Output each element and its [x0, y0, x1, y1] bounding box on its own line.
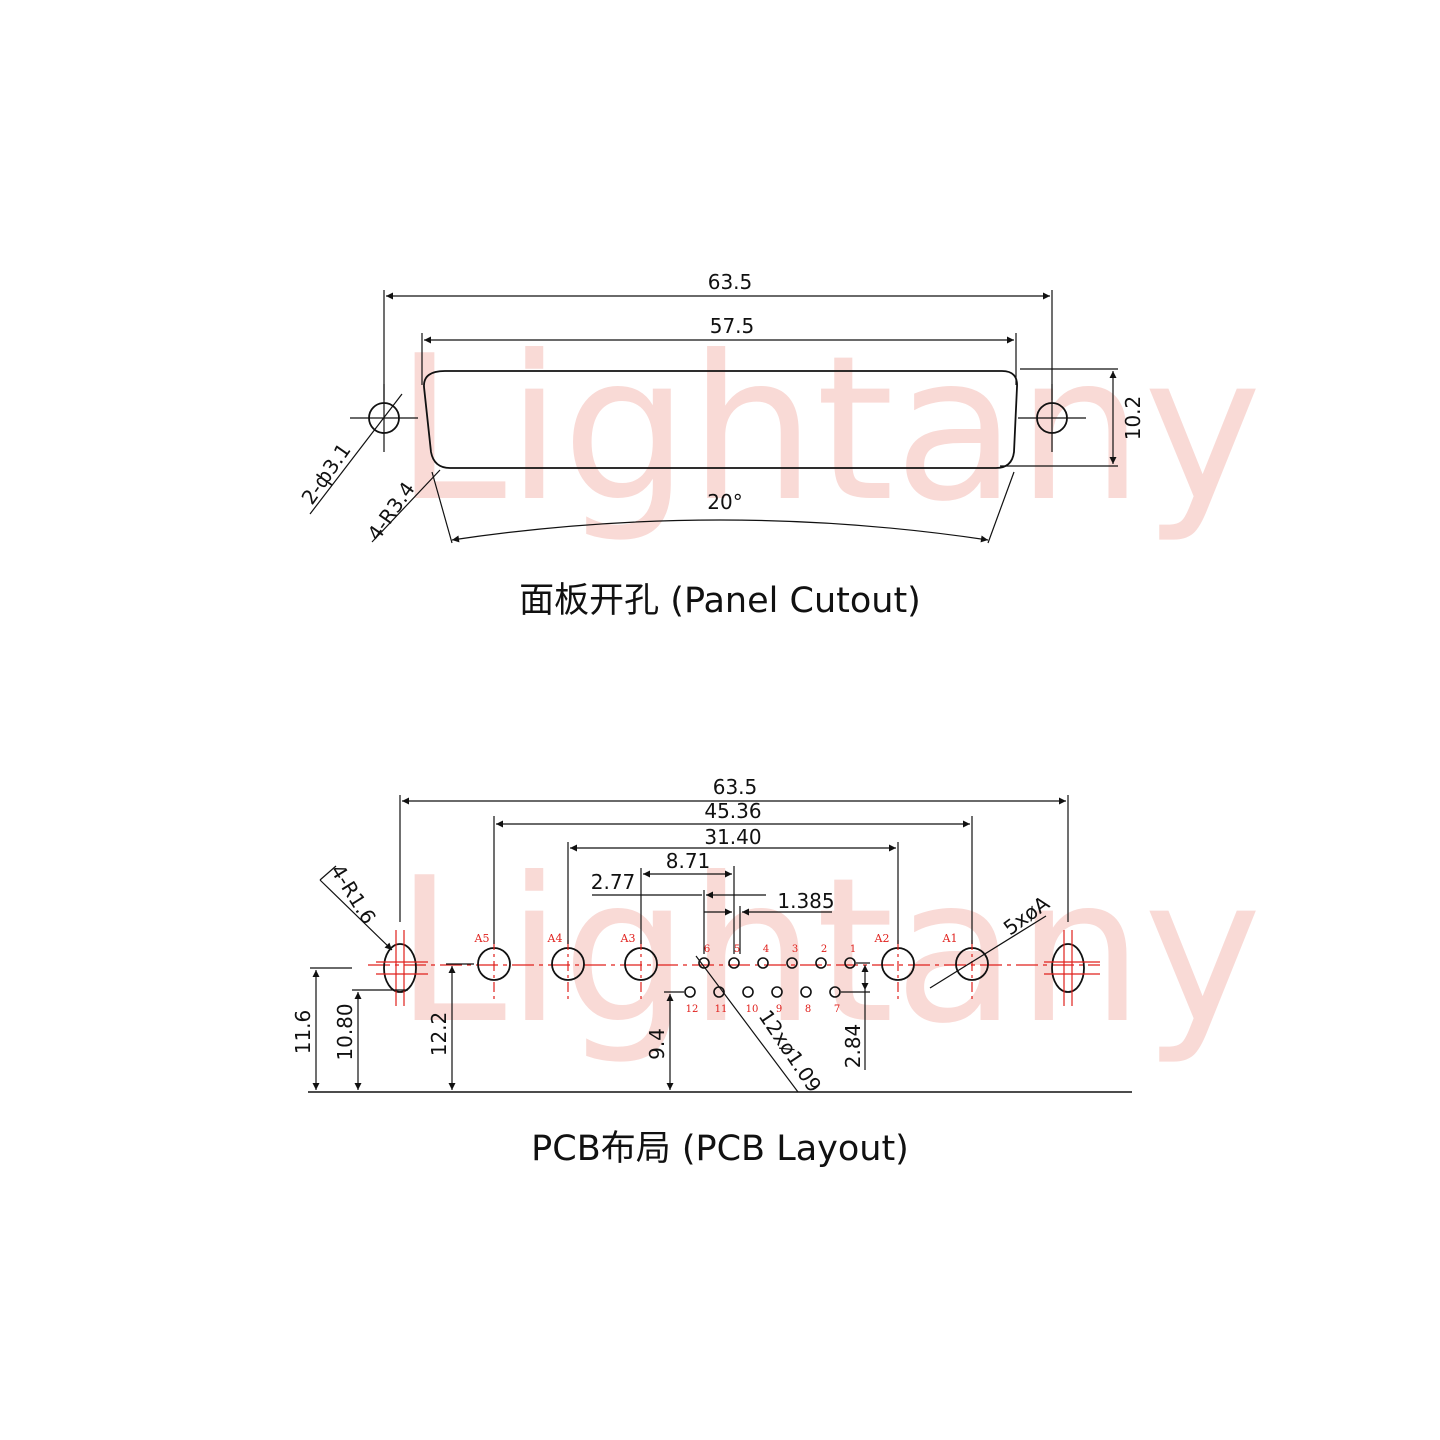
pin-label-bottom: 8 [805, 1004, 811, 1015]
pin-5 [728, 957, 740, 969]
pcb-dim-d3: 1.385 [777, 889, 834, 913]
pcb-layout-caption: PCB布局 (PCB Layout) [531, 1129, 909, 1169]
coax-label: A2 [874, 932, 890, 945]
pin-label-top: 5 [734, 944, 740, 955]
panel-cutout-caption: 面板开孔 (Panel Cutout) [519, 581, 921, 621]
coax-labels: A5 A4 A3 A2 A1 [474, 932, 958, 945]
pin-label-bottom: 10 [746, 1004, 759, 1015]
pcb-dim-v2: 10.80 [333, 1003, 357, 1060]
pcb-dim-overall-width: 63.5 [713, 775, 758, 799]
pin-1 [844, 957, 856, 969]
coax-label: A4 [547, 932, 563, 945]
pcb-signal-pins [684, 957, 856, 998]
pin-label-top: 3 [792, 944, 798, 955]
pcb-dim-v4: 9.4 [645, 1028, 669, 1060]
pcb-dim-a-span: 45.36 [704, 799, 761, 823]
pcb-dim-d1: 8.71 [666, 849, 711, 873]
watermark-top: Lightany [395, 313, 1262, 546]
pin-2 [815, 957, 827, 969]
pin-3 [786, 957, 798, 969]
pcb-mount-holes [383, 943, 1085, 993]
pin-4 [757, 957, 769, 969]
panel-dim-shell-width: 57.5 [710, 314, 755, 338]
pcb-dim-v5: 2.84 [841, 1024, 865, 1069]
pcb-mount-hole-right [1051, 943, 1085, 993]
pin-labels: 6 5 4 3 2 1 12 11 10 9 8 7 [686, 944, 857, 1015]
panel-dim-overall-width: 63.5 [708, 270, 753, 294]
panel-dim-hole-dia: 2-ф3.1 [296, 439, 355, 509]
pin-label-bottom: 9 [776, 1004, 782, 1015]
pin-10 [742, 986, 754, 998]
pcb-dim-v3: 12.2 [427, 1012, 451, 1057]
panel-dim-angle: 20° [707, 490, 742, 514]
pin-12 [684, 986, 696, 998]
pcb-dim-inner-span: 31.40 [704, 825, 761, 849]
pcb-mount-hole-left [383, 943, 417, 993]
pcb-dim-v1: 11.6 [291, 1010, 315, 1055]
panel-dim-height: 10.2 [1121, 396, 1145, 441]
pin-label-top: 6 [704, 944, 710, 955]
pin-9 [771, 986, 783, 998]
pin-label-bottom: 12 [686, 1004, 699, 1015]
coax-label: A1 [942, 932, 958, 945]
pcb-dim-d2: 2.77 [591, 870, 636, 894]
pin-6 [698, 957, 710, 969]
watermark-bottom: Lightany [395, 835, 1262, 1068]
pin-label-top: 4 [763, 944, 769, 955]
pin-7 [829, 986, 841, 998]
pin-label-top: 2 [821, 944, 827, 955]
pin-label-top: 1 [850, 944, 856, 955]
pin-label-bottom: 7 [834, 1004, 840, 1015]
coax-label: A3 [620, 932, 636, 945]
pin-label-bottom: 11 [715, 1004, 728, 1015]
pin-8 [800, 986, 812, 998]
coax-label: A5 [474, 932, 490, 945]
